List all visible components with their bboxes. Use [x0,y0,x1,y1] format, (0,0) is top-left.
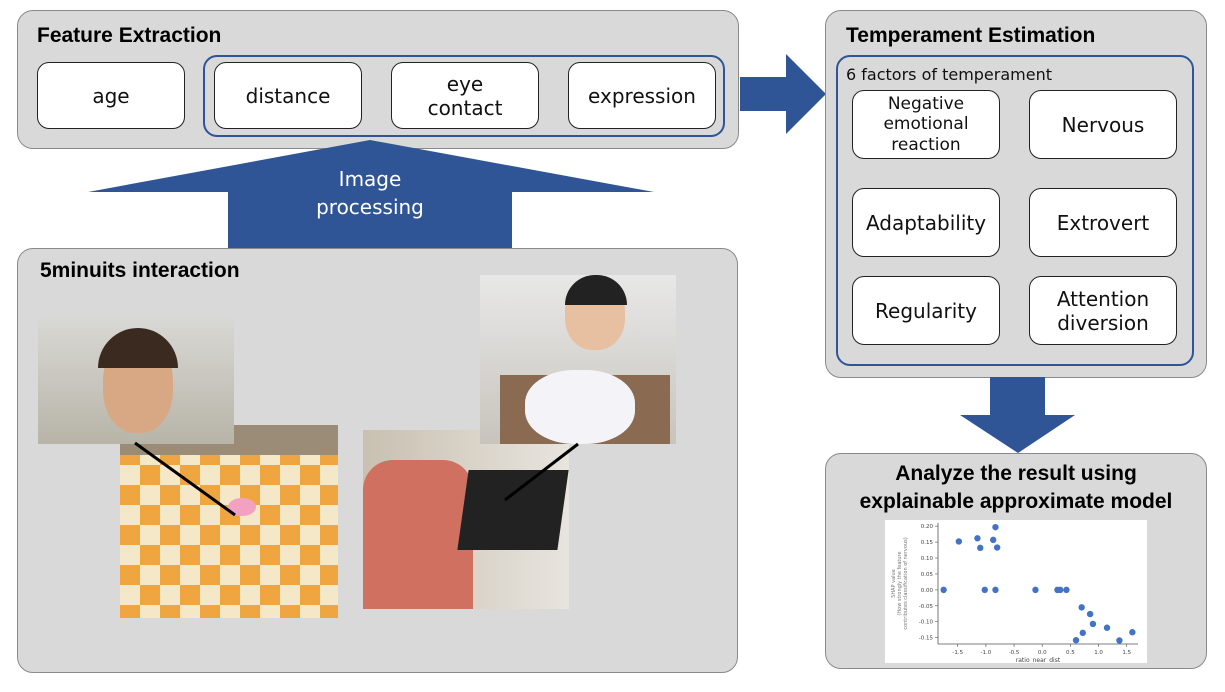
x-axis-label: ratio_near_dist [1016,657,1061,663]
image-processing-line1: Image [338,167,402,191]
analyze-title: Analyze the result using explainable app… [825,460,1207,516]
data-point [940,586,947,594]
factors-group [836,55,1194,366]
x-tick-label: -0.5 [1009,650,1020,656]
data-point [1063,586,1070,594]
x-tick-label: 1.0 [1094,650,1103,656]
child-photo [480,275,676,444]
feature-extraction-title: Feature Extraction [37,24,222,47]
y-tick-label: 0.20 [921,524,934,530]
x-tick-label: 1.5 [1122,650,1131,656]
y-axis-label: contributes classification of nervous) [903,537,909,629]
up-arrow-icon [88,140,654,248]
y-axis-label: SHAP value [891,569,897,598]
data-point [955,538,963,545]
factor-regularity: Regularity [852,276,1000,345]
x-tick-label: 0.0 [1038,650,1047,656]
temperament-title: Temperament Estimation [846,24,1096,47]
data-point [990,536,997,544]
y-tick-label: 0.15 [921,540,934,546]
image-processing-line2: processing [316,195,424,219]
data-point [992,523,999,531]
data-point [1116,637,1123,644]
data-point [992,586,999,594]
y-axis-label: (How strongly the feature [897,551,903,615]
data-point [1057,586,1064,594]
data-point [974,535,981,542]
shap-plot: -0.15 -0.10 -0.05 0.00 0.05 0.10 0.15 0.20 -1.5 -… [885,520,1147,663]
visual-features-group [203,55,725,137]
feature-expression: expression [568,62,716,129]
analyze-title-line2: explainable approximate model [859,490,1173,513]
y-tick-label: 0.10 [921,556,934,562]
feature-distance: distance [214,62,362,129]
data-point [981,586,988,594]
factor-negative-emotional-reaction: Negative emotional reaction [852,90,1000,159]
data-point [977,544,984,552]
factor-adaptability: Adaptability [852,188,1000,257]
y-tick-label: -0.10 [919,620,934,626]
right-arrow-icon [740,54,826,134]
data-point [1089,620,1097,628]
data-point [1103,624,1111,631]
data-point [1079,629,1086,637]
x-tick-label: -1.0 [981,650,992,656]
x-tick-label: 0.5 [1066,650,1075,656]
y-tick-label: 0.05 [921,572,934,578]
x-tick-label: -1.5 [952,650,963,656]
down-arrow-icon [960,377,1075,453]
data-point [1072,636,1080,644]
y-tick-label: -0.05 [919,604,934,610]
data-point [1032,586,1039,594]
data-point [1129,629,1136,636]
factor-extrovert: Extrovert [1029,188,1177,257]
image-processing-label: Image processing [270,165,470,221]
y-tick-label: -0.15 [919,636,934,642]
feature-age: age [37,62,185,129]
data-point [1078,604,1085,611]
caregiver-photo [38,318,234,444]
shap-scatter-svg: -0.15 -0.10 -0.05 0.00 0.05 0.10 0.15 0.20 -1.5 -… [891,523,1138,663]
analyze-title-line1: Analyze the result using [895,462,1137,485]
y-tick-label: 0.00 [921,588,934,594]
data-point [1086,610,1094,618]
tablet-photo [363,430,569,609]
data-point [993,544,1001,551]
factor-nervous: Nervous [1029,90,1177,159]
factor-attention-diversion: Attention diversion [1029,276,1177,345]
feature-eye-contact: eye contact [391,62,539,129]
factors-subtitle: 6 factors of temperament [846,65,1052,84]
interaction-title: 5minuits interaction [40,259,240,282]
